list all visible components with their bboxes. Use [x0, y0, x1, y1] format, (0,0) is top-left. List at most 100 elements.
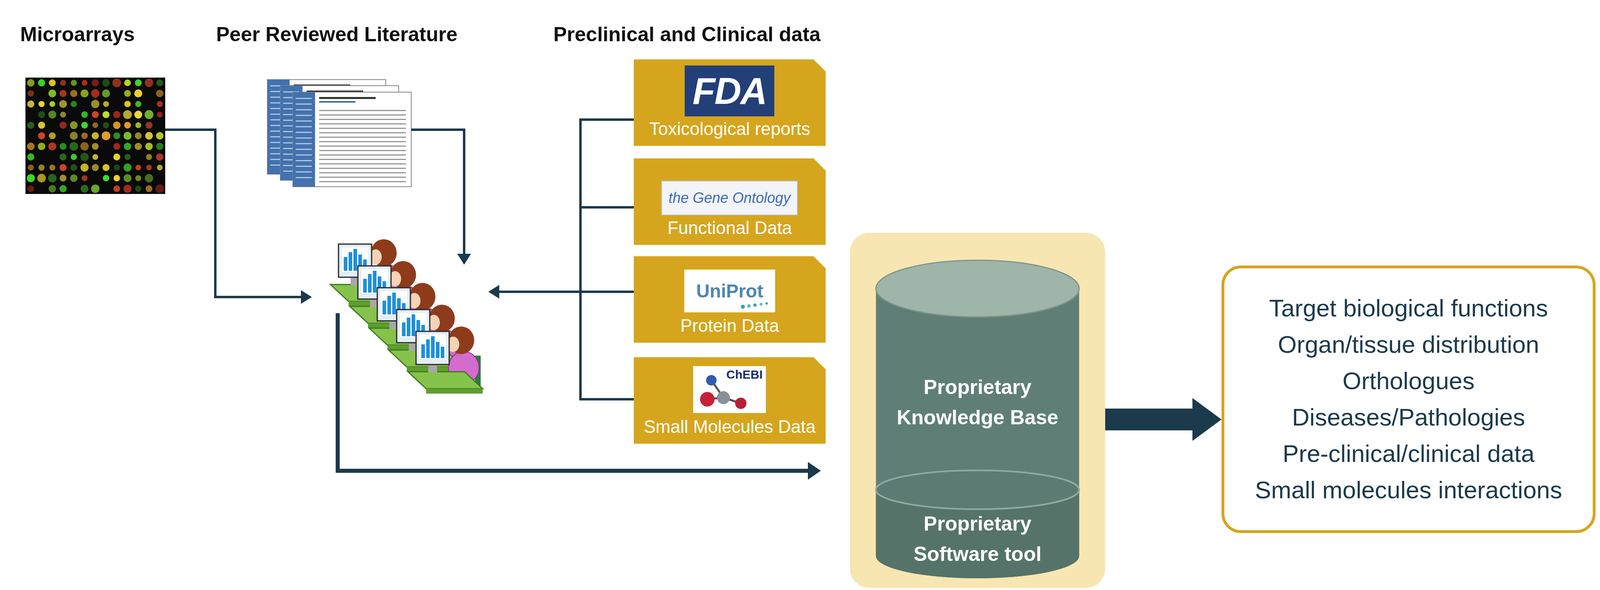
array-spot [90, 184, 100, 194]
array-spot [69, 131, 78, 140]
array-spot [37, 173, 46, 183]
array-spot [124, 100, 131, 108]
array-spot [92, 122, 99, 129]
array-spot [37, 132, 46, 140]
logo-badge: FDA [684, 65, 775, 117]
array-spot [81, 121, 89, 129]
logo-text: the Gene Ontology [668, 189, 791, 207]
logo-dot [747, 304, 751, 308]
array-spot [145, 121, 153, 129]
array-spot [49, 100, 55, 107]
array-spot [81, 111, 88, 118]
array-spot [37, 121, 46, 129]
arrow-head [457, 253, 471, 265]
array-spot [102, 163, 110, 171]
list-item: Orthologues [1342, 362, 1475, 400]
array-spot [113, 111, 121, 119]
array-spot [80, 89, 89, 98]
array-spot [37, 79, 46, 87]
array-spot [48, 79, 56, 87]
array-spot [69, 174, 78, 183]
array-spot [112, 78, 122, 88]
logo-text: ChEBI [726, 367, 763, 382]
array-spot [103, 121, 110, 129]
array-spot [91, 79, 99, 87]
array-spot [102, 111, 110, 118]
wire [580, 290, 634, 293]
atom [716, 391, 730, 404]
atom [700, 391, 715, 407]
array-spot [38, 100, 45, 108]
data-source-box: UniProtProtein Data [633, 256, 826, 343]
logo-dot [753, 303, 757, 307]
array-spot [124, 153, 131, 160]
array-spot [80, 142, 89, 151]
array-spot [80, 152, 89, 162]
array-spot [81, 79, 88, 86]
array-spot [91, 111, 99, 118]
cylinder-label: Proprietary Software tool [884, 508, 1071, 570]
array-spot [145, 142, 154, 151]
array-spot [156, 79, 164, 87]
array-spot [27, 90, 34, 97]
array-spot [91, 89, 100, 98]
wire [497, 290, 581, 293]
array-spot [101, 131, 111, 141]
array-spot [70, 79, 77, 86]
array-spot [102, 89, 111, 98]
array-spot [48, 185, 57, 193]
array-spot [80, 163, 89, 172]
box-label: Protein Data [633, 312, 826, 339]
array-spot [156, 142, 164, 150]
array-spot [123, 174, 132, 183]
list-item: Small molecules interactions [1255, 471, 1563, 509]
array-spot [135, 185, 142, 192]
array-spot [69, 121, 78, 129]
array-spot [69, 142, 78, 151]
cylinder-divider [876, 470, 1080, 509]
array-spot [113, 185, 121, 193]
array-spot [134, 142, 142, 150]
array-spot [135, 174, 142, 181]
array-spot [113, 174, 120, 182]
list-item: Diseases/Pathologies [1291, 399, 1525, 436]
array-spot [80, 184, 89, 193]
array-spot [124, 90, 131, 97]
section-heading: Peer Reviewed Literature [216, 22, 458, 47]
array-spot [59, 185, 67, 193]
array-spot [135, 164, 141, 171]
knowledge-base-cylinder: Proprietary Knowledge BaseProprietary So… [849, 232, 1106, 588]
array-spot [134, 89, 143, 98]
logo-dot [759, 302, 763, 306]
array-spot [134, 110, 143, 119]
logo-dot [740, 304, 745, 309]
array-spot [60, 111, 67, 118]
array-spot [59, 174, 67, 182]
array-spot [91, 132, 99, 140]
data-source-box: ChEBISmall Molecules Data [633, 357, 826, 444]
arrow-head [807, 461, 821, 480]
section-heading: Preclinical and Clinical data [553, 22, 821, 47]
wire [580, 206, 634, 209]
box-label: Functional Data [633, 214, 826, 241]
array-spot [103, 174, 110, 182]
array-spot [102, 79, 110, 87]
array-spot [135, 122, 142, 129]
worker-figure [407, 326, 483, 394]
paper-page [292, 92, 412, 187]
array-spot [144, 78, 154, 88]
array-spot [123, 131, 132, 140]
array-spot [144, 110, 154, 120]
array-spot [27, 121, 35, 129]
array-spot [60, 79, 67, 87]
section-heading: Microarrays [20, 22, 135, 47]
logo-text: FDA [692, 69, 767, 113]
array-spot [124, 142, 132, 150]
array-spot [113, 142, 121, 150]
logo-badge: UniProt [684, 269, 776, 313]
array-spot [49, 164, 56, 171]
array-spot [48, 132, 56, 139]
array-spot [91, 99, 100, 109]
array-spot [123, 184, 132, 193]
array-spot [37, 111, 46, 119]
